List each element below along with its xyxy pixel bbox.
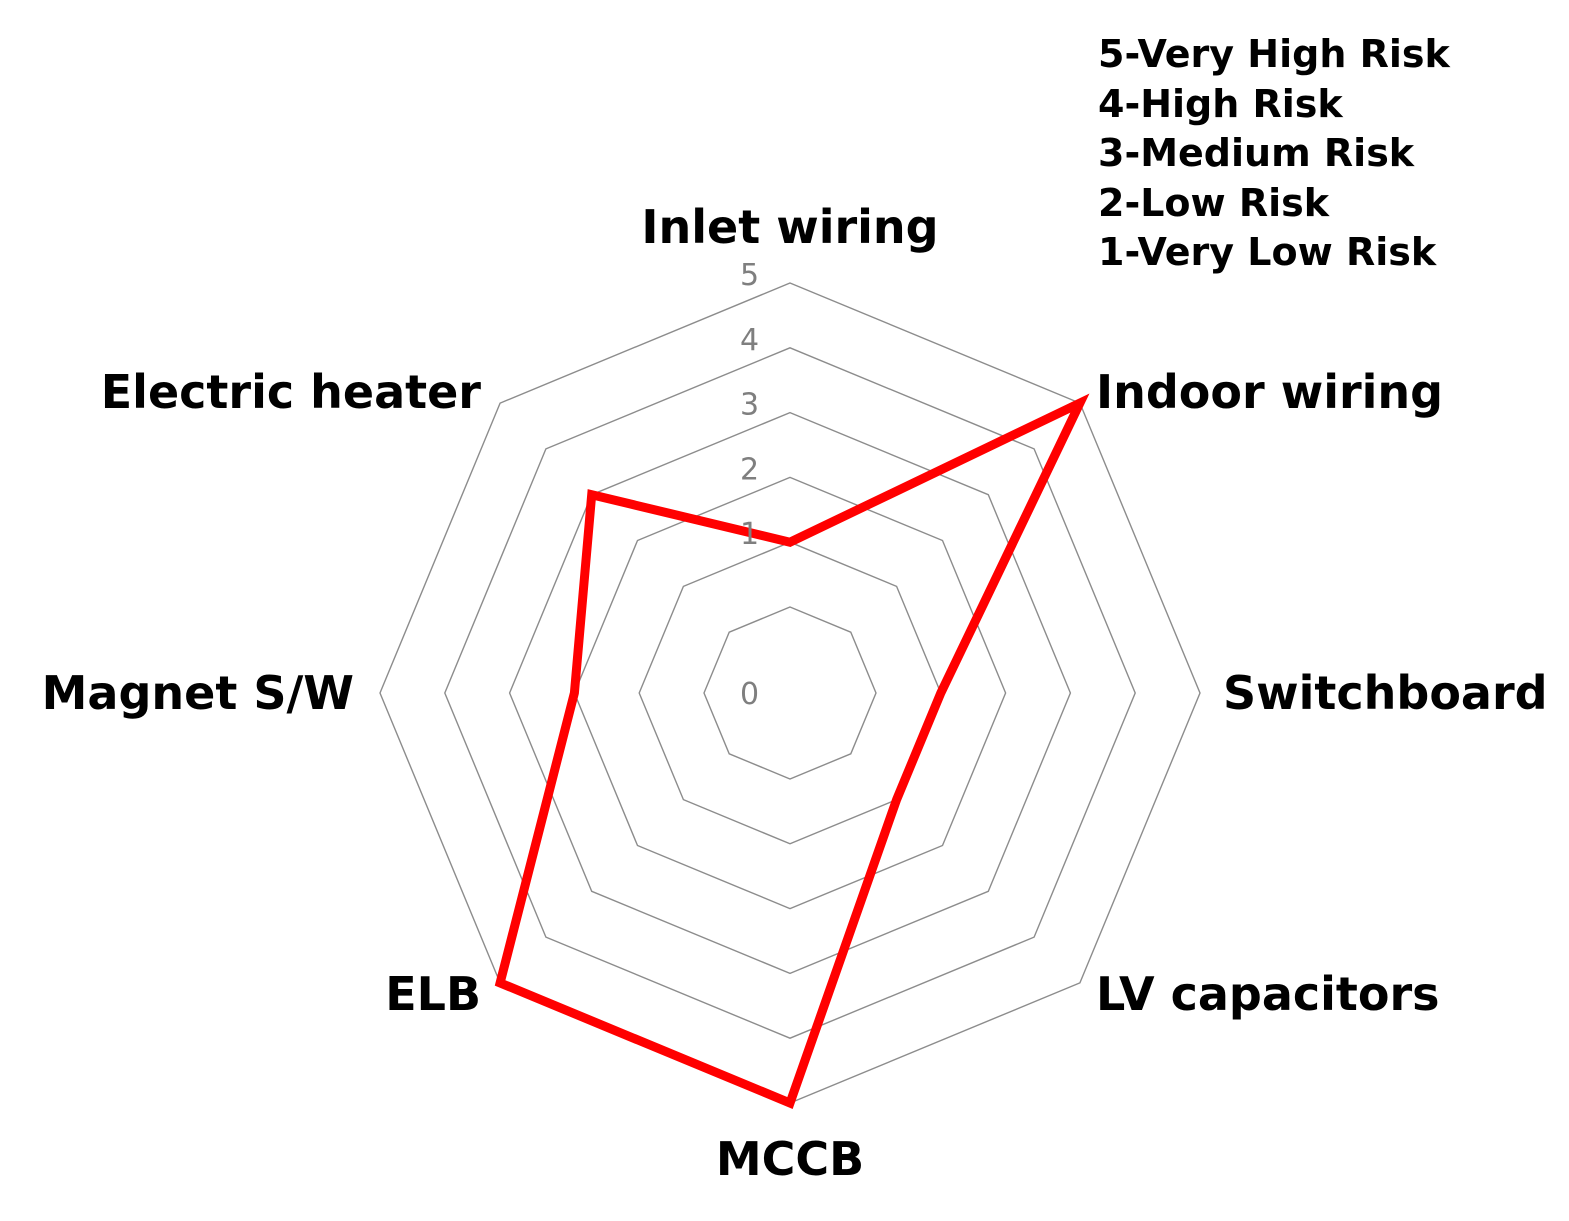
tick-label-5: 5 xyxy=(740,258,759,293)
legend-item-1: 1-Very Low Risk xyxy=(1098,228,1450,278)
grid-ring-4 xyxy=(445,348,1135,1038)
category-label-mccb: MCCB xyxy=(716,1132,864,1186)
risk-level-legend: 5-Very High Risk 4-High Risk 3-Medium Ri… xyxy=(1098,30,1450,278)
series-layer xyxy=(500,403,1080,1103)
category-label-lv-capacitors: LV capacitors xyxy=(1096,967,1440,1021)
category-label-switchboard: Switchboard xyxy=(1223,666,1548,720)
legend-item-4: 4-High Risk xyxy=(1098,80,1450,130)
tick-label-0: 0 xyxy=(740,677,759,712)
legend-item-5: 5-Very High Risk xyxy=(1098,30,1450,80)
legend-item-2: 2-Low Risk xyxy=(1098,179,1450,229)
grid-ring-0 xyxy=(704,607,876,779)
category-label-elb: ELB xyxy=(385,967,481,1021)
tick-label-2: 2 xyxy=(740,452,759,487)
tick-label-1: 1 xyxy=(740,517,759,552)
legend-item-3: 3-Medium Risk xyxy=(1098,129,1450,179)
series-line-0 xyxy=(500,403,1080,1103)
tick-label-4: 4 xyxy=(740,323,759,358)
category-label-inlet-wiring: Inlet wiring xyxy=(641,200,938,254)
category-label-electric-heater: Electric heater xyxy=(101,365,482,419)
tick-label-3: 3 xyxy=(740,388,759,423)
tick-label-layer: 0 1 2 3 4 5 xyxy=(740,258,759,712)
category-label-indoor-wiring: Indoor wiring xyxy=(1096,365,1443,419)
category-label-magnet-s-w: Magnet S/W xyxy=(42,666,354,720)
